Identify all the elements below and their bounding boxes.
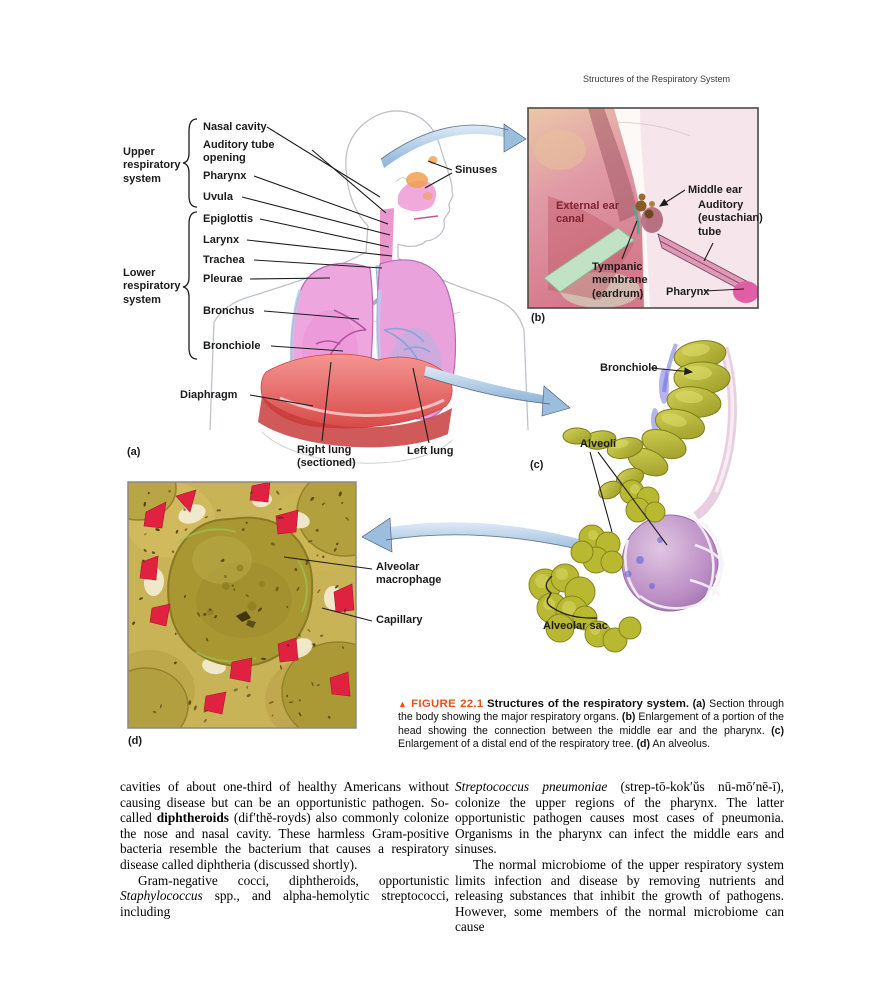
label-pleurae: Pleurae (203, 273, 243, 285)
body-text-left-column: cavities of about one-third of healthy A… (120, 779, 449, 919)
label-uvula: Uvula (203, 191, 233, 203)
figure-marker-icon: ▲ (398, 699, 408, 709)
label-bronchiole: Bronchiole (203, 340, 261, 352)
figure-title: Structures of the respiratory system. (487, 698, 690, 710)
arrow-a-to-c-icon (423, 366, 571, 417)
panel-c-illustration (528, 340, 737, 653)
label-right-lung: Right lung (sectioned) (297, 444, 356, 470)
panel-tag-d: (d) (128, 735, 143, 747)
figure-caption: ▲ FIGURE 22.1 Structures of the respirat… (398, 698, 785, 751)
running-header: Structures of the Respiratory System (582, 74, 730, 84)
label-diaphragm: Diaphragm (180, 389, 238, 401)
label-pharynx: Pharynx (203, 170, 247, 182)
label-upper-respiratory-system: Upper respiratory system (123, 146, 181, 185)
panel-tag-a: (a) (127, 446, 141, 458)
body-paragraph: cavities of about one-third of healthy A… (120, 779, 449, 872)
label-auditory-tube-opening: Auditory tube opening (203, 139, 275, 165)
label-left-lung: Left lung (407, 445, 454, 457)
label-bronchiole-c: Bronchiole (600, 362, 658, 374)
leader-lines (241, 126, 745, 622)
label-sinuses: Sinuses (455, 164, 498, 176)
label-alveolar-macrophage: Alveolar macrophage (376, 561, 442, 587)
group-braces (182, 118, 598, 619)
label-alveoli: Alveoli (580, 438, 617, 450)
label-external-ear-canal: External ear canal (556, 200, 619, 226)
body-illustration (209, 110, 529, 464)
panel-b-illustration (527, 107, 759, 309)
panel-tag-c: (c) (530, 459, 544, 471)
panel-tag-b: (b) (531, 312, 546, 324)
label-larynx: Larynx (203, 234, 240, 246)
label-lower-respiratory-system: Lower respiratory system (123, 267, 181, 306)
figure-number: FIGURE 22.1 (411, 698, 484, 710)
body-paragraph: The normal microbiome of the upper respi… (455, 856, 784, 935)
label-alveolar-sac: Alveolar sac (543, 620, 608, 632)
label-pharynx-ear: Pharynx (666, 286, 710, 298)
label-epiglottis: Epiglottis (203, 213, 254, 225)
label-tympanic-membrane: Tympanic membrane (eardrum) (592, 261, 648, 300)
label-bronchus: Bronchus (203, 305, 255, 317)
label-middle-ear: Middle ear (688, 184, 743, 196)
body-text-right-column: Streptococcus pneumoniae (strep-tō-kok′ŭ… (455, 779, 784, 935)
body-paragraph: Gram-negative cocci, diphtheroids, oppor… (120, 872, 449, 919)
label-capillary: Capillary (376, 614, 423, 626)
label-trachea: Trachea (203, 254, 245, 266)
panel-d-micrograph (127, 481, 357, 729)
label-auditory-eustachian-tube: Auditory (eustachian) tube (698, 199, 763, 238)
arrow-a-to-b-icon (380, 123, 527, 168)
body-paragraph: Streptococcus pneumoniae (strep-tō-kok′ŭ… (455, 779, 784, 857)
label-nasal-cavity: Nasal cavity (203, 121, 267, 133)
